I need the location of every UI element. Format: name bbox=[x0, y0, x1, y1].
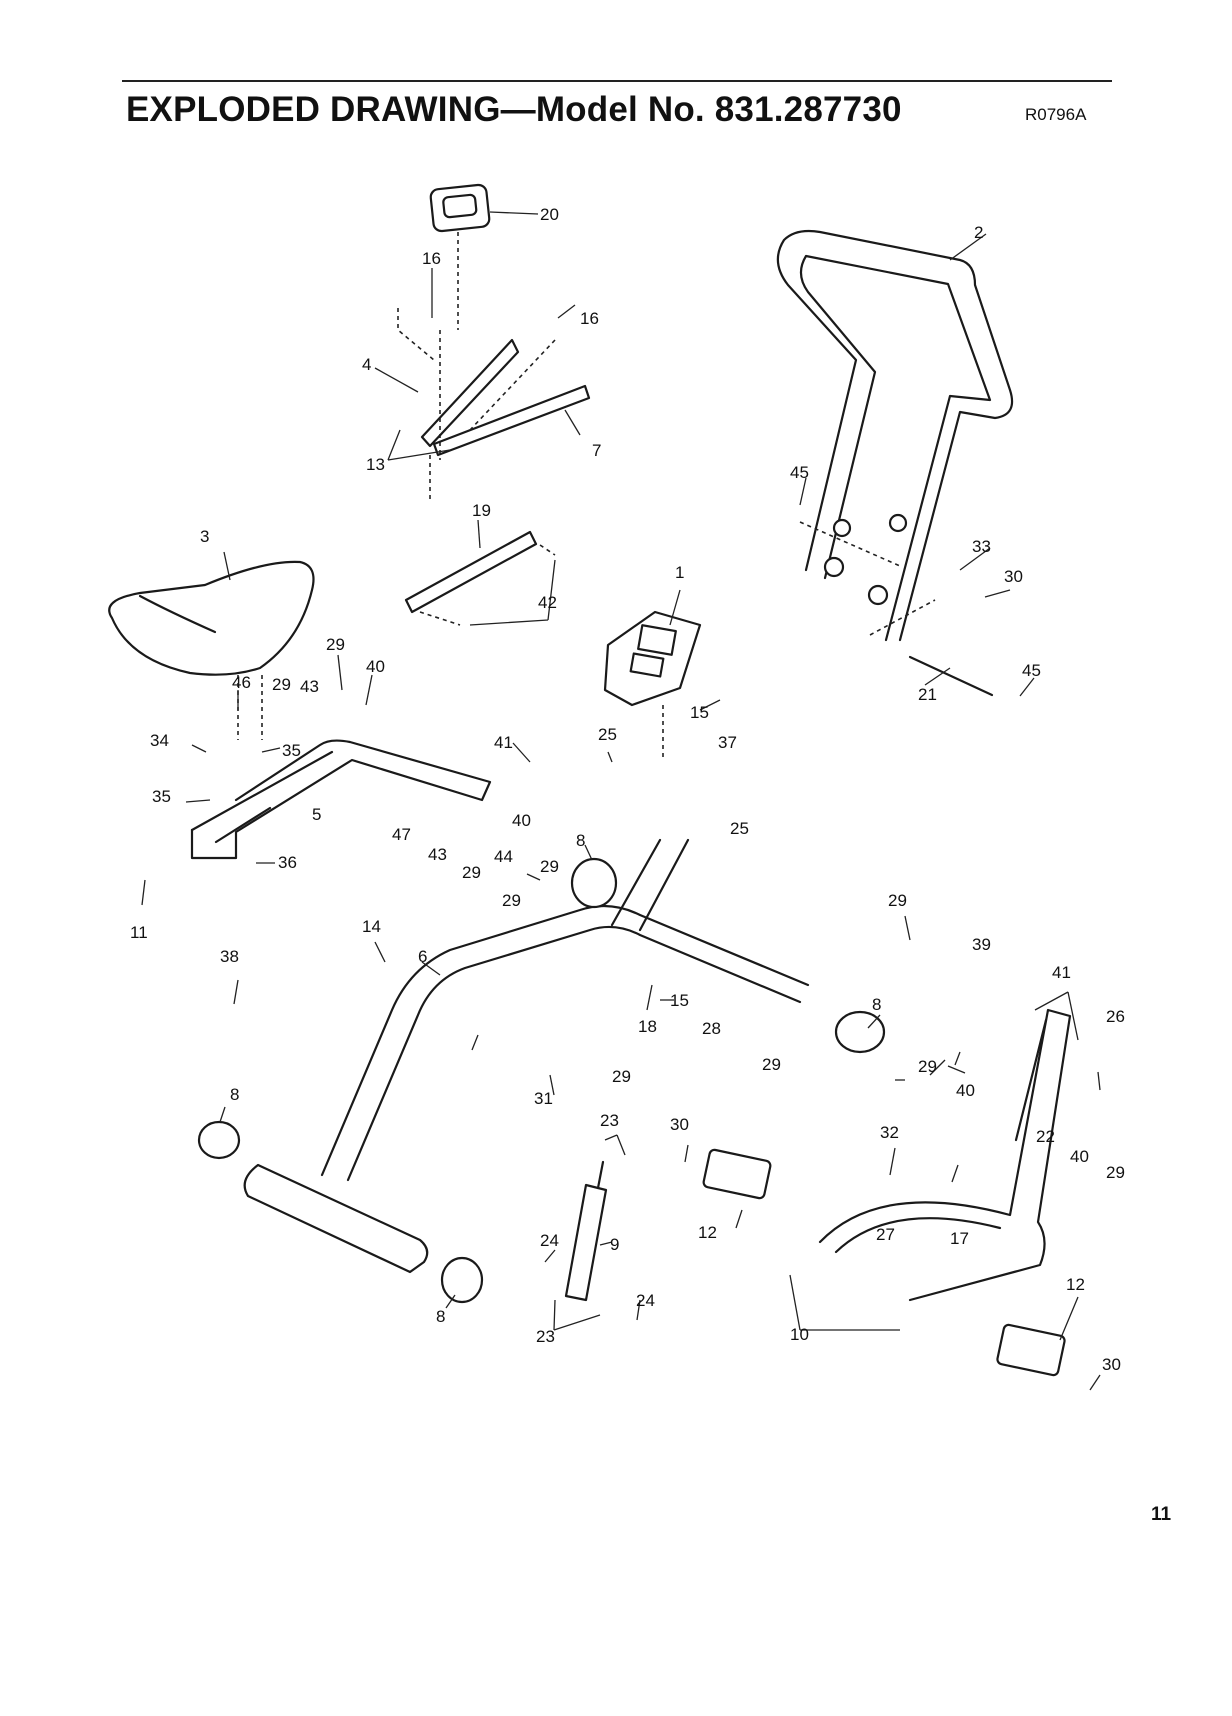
callout-8: 8 bbox=[436, 1307, 445, 1326]
callout-8: 8 bbox=[576, 831, 585, 850]
callout-8: 8 bbox=[230, 1085, 239, 1104]
callout-36: 36 bbox=[278, 853, 297, 872]
callout-7: 7 bbox=[592, 441, 601, 460]
callout-15: 15 bbox=[670, 991, 689, 1010]
callout-29: 29 bbox=[762, 1055, 781, 1074]
part-4-arm bbox=[420, 338, 520, 448]
callout-16: 16 bbox=[580, 309, 599, 328]
callout-40: 40 bbox=[956, 1081, 975, 1100]
part-20-handle-grip bbox=[429, 183, 491, 233]
callout-32: 32 bbox=[880, 1123, 899, 1142]
part-2-handlebar bbox=[776, 229, 1014, 642]
callout-8: 8 bbox=[872, 995, 881, 1014]
part-7-link bbox=[432, 384, 591, 457]
callout-21: 21 bbox=[918, 685, 937, 704]
callout-46: 46 bbox=[232, 673, 251, 692]
callout-47: 47 bbox=[392, 825, 411, 844]
callout-40: 40 bbox=[512, 811, 531, 830]
callout-6: 6 bbox=[418, 947, 427, 966]
part-1-console bbox=[603, 610, 702, 707]
callout-41: 41 bbox=[1052, 963, 1071, 982]
callout-3: 3 bbox=[200, 527, 209, 546]
callout-41: 41 bbox=[494, 733, 513, 752]
part-3-seat bbox=[108, 560, 315, 676]
callout-29: 29 bbox=[612, 1067, 631, 1086]
callout-29: 29 bbox=[502, 891, 521, 910]
callout-24: 24 bbox=[636, 1291, 655, 1310]
part-12-pedals bbox=[702, 1148, 1066, 1377]
callout-19: 19 bbox=[472, 501, 491, 520]
part-9-cylinder bbox=[564, 1160, 608, 1302]
callout-40: 40 bbox=[366, 657, 385, 676]
callout-27: 27 bbox=[876, 1225, 895, 1244]
callout-23: 23 bbox=[600, 1111, 619, 1130]
callout-9: 9 bbox=[610, 1235, 619, 1254]
callout-12: 12 bbox=[1066, 1275, 1085, 1294]
callout-43: 43 bbox=[300, 677, 319, 696]
callout-23: 23 bbox=[536, 1327, 555, 1346]
callout-22: 22 bbox=[1036, 1127, 1055, 1146]
callout-18: 18 bbox=[638, 1017, 657, 1036]
part-8-end-caps bbox=[197, 857, 886, 1304]
callout-33: 33 bbox=[972, 537, 991, 556]
part-callouts: 20 16 16 4 13 7 2 45 33 30 21 45 19 42 1… bbox=[130, 205, 1125, 1374]
callout-35: 35 bbox=[152, 787, 171, 806]
part-21-axle bbox=[908, 655, 994, 697]
callout-25: 25 bbox=[598, 725, 617, 744]
callout-24: 24 bbox=[540, 1231, 559, 1250]
callout-4: 4 bbox=[362, 355, 371, 374]
callout-39: 39 bbox=[972, 935, 991, 954]
callout-29: 29 bbox=[1106, 1163, 1125, 1182]
callout-16: 16 bbox=[422, 249, 441, 268]
callout-29: 29 bbox=[918, 1057, 937, 1076]
callout-45: 45 bbox=[1022, 661, 1041, 680]
callout-14: 14 bbox=[362, 917, 381, 936]
callout-37: 37 bbox=[718, 733, 737, 752]
callout-44: 44 bbox=[494, 847, 513, 866]
part-19-linkage bbox=[404, 530, 538, 614]
callout-29: 29 bbox=[272, 675, 291, 694]
callout-12: 12 bbox=[698, 1223, 717, 1242]
part-32-rear-frame bbox=[818, 1008, 1072, 1302]
callout-34: 34 bbox=[150, 731, 169, 750]
part-6-front-frame bbox=[243, 838, 810, 1274]
callout-2: 2 bbox=[974, 223, 983, 242]
callout-29: 29 bbox=[462, 863, 481, 882]
header-rule bbox=[122, 80, 1112, 82]
callout-43: 43 bbox=[428, 845, 447, 864]
callout-30: 30 bbox=[1102, 1355, 1121, 1374]
callout-35: 35 bbox=[282, 741, 301, 760]
callout-13: 13 bbox=[366, 455, 385, 474]
page-title: EXPLODED DRAWING—Model No. 831.287730 bbox=[126, 90, 902, 129]
callout-29: 29 bbox=[540, 857, 559, 876]
callout-1: 1 bbox=[675, 563, 684, 582]
callout-45: 45 bbox=[790, 463, 809, 482]
callout-10: 10 bbox=[790, 1325, 809, 1344]
callout-28: 28 bbox=[702, 1019, 721, 1038]
callout-30: 30 bbox=[670, 1115, 689, 1134]
callout-25: 25 bbox=[730, 819, 749, 838]
callout-31: 31 bbox=[534, 1089, 553, 1108]
callout-26: 26 bbox=[1106, 1007, 1125, 1026]
callout-38: 38 bbox=[220, 947, 239, 966]
page-number: 11 bbox=[1151, 1504, 1172, 1525]
callout-42: 42 bbox=[538, 593, 557, 612]
callout-20: 20 bbox=[540, 205, 559, 224]
callout-15: 15 bbox=[690, 703, 709, 722]
callout-29: 29 bbox=[326, 635, 345, 654]
drawing-code: R0796A bbox=[1025, 105, 1087, 124]
callout-17: 17 bbox=[950, 1229, 969, 1248]
callout-30: 30 bbox=[1004, 567, 1023, 586]
callout-29: 29 bbox=[888, 891, 907, 910]
callout-40: 40 bbox=[1070, 1147, 1089, 1166]
callout-11: 11 bbox=[130, 923, 148, 942]
part-5-seat-post bbox=[190, 739, 492, 860]
callout-5: 5 bbox=[312, 805, 321, 824]
leader-lines bbox=[141, 211, 1101, 1391]
